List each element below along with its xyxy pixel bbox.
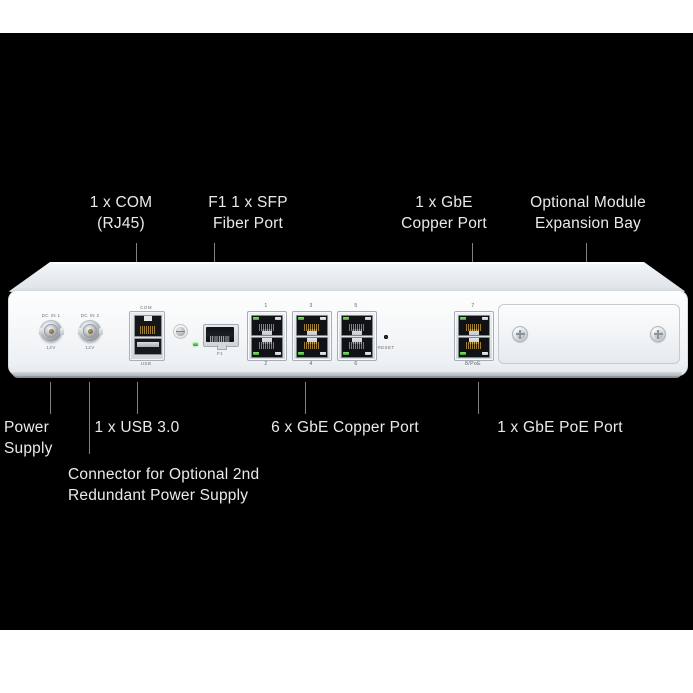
sfp-status-led [193,343,198,346]
leader-redundant-power [89,382,90,454]
port-8-activity-led [482,351,488,355]
chassis-front-faceplate: DC IN 1 12V DC IN 2 12V COM [8,290,688,376]
port-number-3: 3 [309,303,313,309]
callout-sfp: F1 1 x SFP Fiber Port [208,194,288,233]
port-number-5: 5 [354,303,358,309]
ethernet-port-5[interactable] [341,315,373,336]
callout-com: 1 x COM (RJ45) [89,194,153,233]
port-6-activity-led [365,351,371,355]
reset-label: RESET [377,345,395,350]
dc-in-1-jack[interactable] [38,320,64,342]
port-3-activity-led [320,317,326,321]
dc-in-2-jack[interactable] [77,320,103,342]
port-number-6: 6 [354,361,358,367]
dc-in-2-label: DC IN 2 [80,313,100,318]
callout-expansion: Optional Module Expansion Bay [530,194,646,233]
callout-gbe-copper-single: 1 x GbE Copper Port [401,194,487,233]
port-7-activity-led [482,317,488,321]
port-1-link-led [253,317,259,321]
sfp-fiber-port[interactable] [203,324,239,350]
port-5-activity-led [365,317,371,321]
usb-3-port[interactable] [134,338,162,355]
expansion-bay-thumbscrew-left[interactable] [512,326,528,342]
ethernet-port-1[interactable] [251,315,283,336]
appliance-chassis: DC IN 1 12V DC IN 2 12V COM [8,262,688,382]
callout-usb: 1 x USB 3.0 [94,419,180,436]
com-rj45-port[interactable] [134,315,162,337]
chassis-bottom-lip [12,372,682,378]
leader-power-supply [50,382,51,414]
rj45-block-ports-3-4[interactable] [292,311,332,361]
dc-in-1-voltage-label: 12V [46,345,56,350]
dc-in-1-label: DC IN 1 [41,313,61,318]
ethernet-port-7[interactable] [458,315,490,336]
port-number-1: 1 [264,303,268,309]
port-4-activity-led [320,351,326,355]
chassis-top-bevel [8,262,686,292]
com-port-label: COM [140,305,152,310]
callout-gbe-poe: 1 x GbE PoE Port [497,419,623,436]
dc-in-2-voltage-label: 12V [85,345,95,350]
port-number-4: 4 [309,361,313,367]
rj45-block-ports-5-6[interactable] [337,311,377,361]
expansion-bay-blank-panel[interactable] [498,304,680,364]
usb-port-label: USB [140,361,152,366]
port-3-link-led [298,317,304,321]
port-5-link-led [343,317,349,321]
rj45-block-ports-7-8poe[interactable] [454,311,494,361]
ethernet-port-3[interactable] [296,315,328,336]
port-2-link-led [253,351,259,355]
port-2-activity-led [275,351,281,355]
rj45-block-ports-1-2[interactable] [247,311,287,361]
callout-gbe-copper-six: 6 x GbE Copper Port [271,419,419,436]
chassis-ground-screw [173,324,188,339]
port-1-activity-led [275,317,281,321]
port-8-link-led [460,351,466,355]
com-usb-connector-cage[interactable] [129,311,165,361]
sfp-port-label: F1 [216,351,224,356]
port-number-8-poe: 8/PoE [465,361,481,367]
port-7-link-led [460,317,466,321]
port-4-link-led [298,351,304,355]
port-number-2: 2 [264,361,268,367]
expansion-bay-thumbscrew-right[interactable] [650,326,666,342]
leader-gbe-copper-six [305,382,306,414]
port-number-7: 7 [471,303,475,309]
reset-pinhole[interactable] [384,335,388,339]
port-6-link-led [343,351,349,355]
callout-power-supply: Power Supply [4,419,53,458]
leader-usb [137,382,138,414]
leader-gbe-poe [478,382,479,414]
leader-com [136,243,137,276]
callout-redundant-power: Connector for Optional 2nd Redundant Pow… [68,466,260,505]
